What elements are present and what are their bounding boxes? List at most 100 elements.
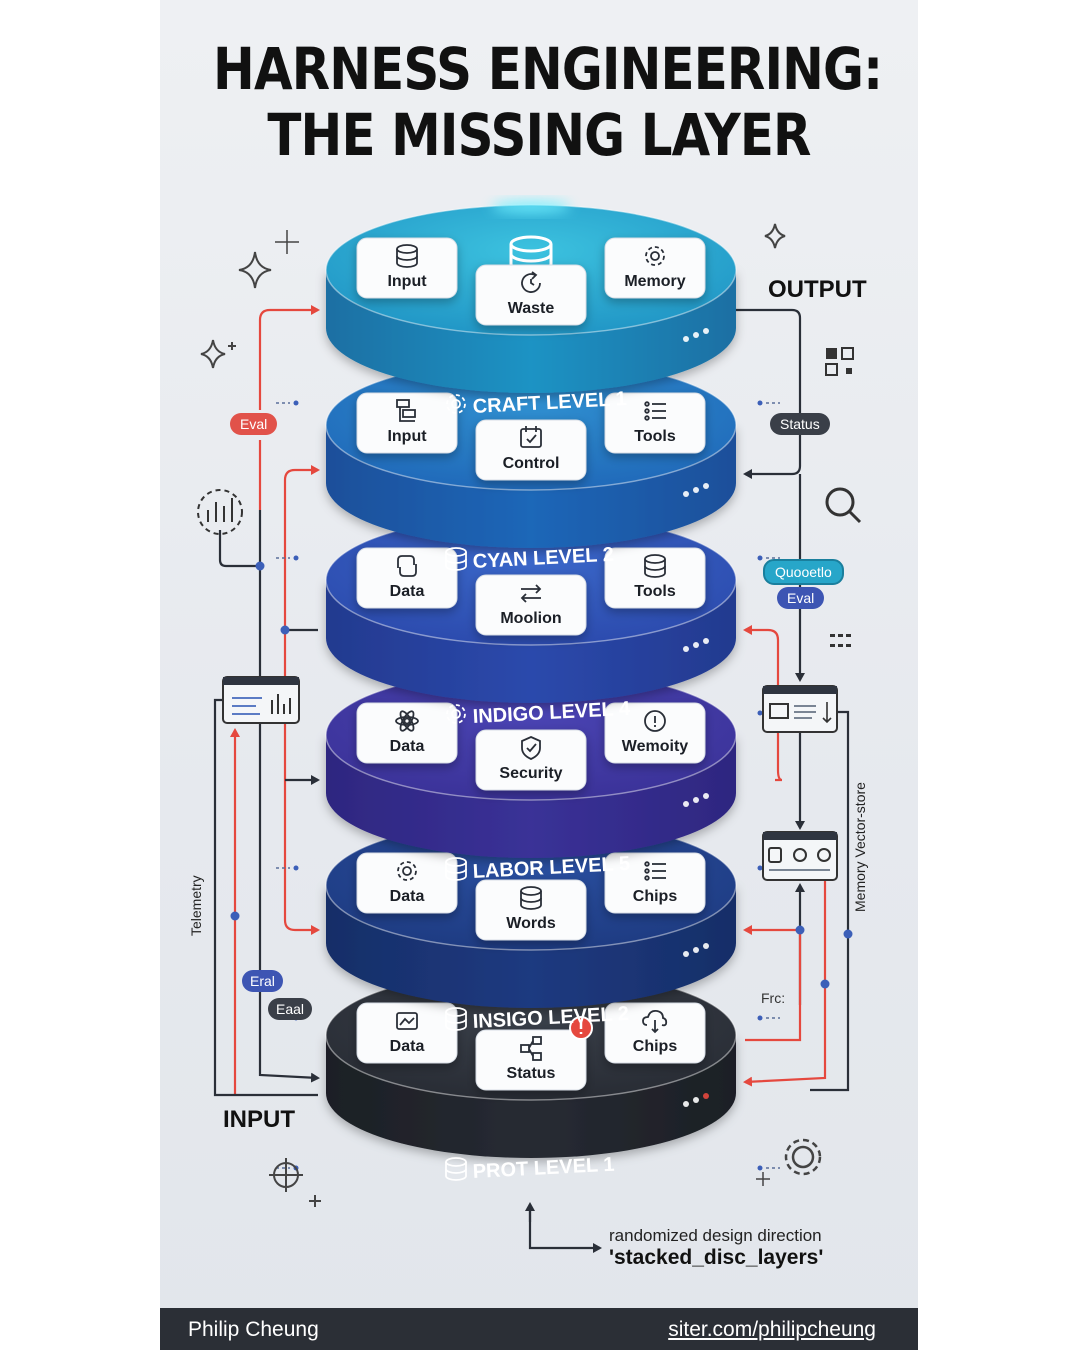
eaal-pill: Eaal (268, 998, 313, 1020)
module-card-chips[interactable]: Chips (604, 852, 706, 914)
shield-icon (521, 736, 541, 760)
module-card-status[interactable]: Status (475, 1016, 593, 1091)
disc-indicator-dots (683, 943, 709, 957)
module-card-input[interactable]: Input (356, 392, 458, 454)
level-label-text: PROT LEVEL 1 (472, 1154, 615, 1183)
swap-icon (520, 584, 542, 603)
database-icon (520, 886, 542, 910)
gear-icon (397, 861, 417, 881)
module-label: Words (506, 915, 556, 932)
module-card-wemoity[interactable]: Wemoity (604, 702, 706, 764)
design-note-line-2: 'stacked_disc_layers' (609, 1246, 824, 1269)
refresh-icon (521, 271, 541, 293)
frc-label: Frc: (761, 990, 786, 1006)
image-icon (396, 1012, 418, 1030)
module-label: Input (387, 273, 427, 290)
module-label: Control (503, 455, 560, 472)
module-card-words[interactable]: Words (475, 879, 587, 941)
cloud-icon (642, 1009, 668, 1034)
disc-indicator-dots (683, 328, 709, 342)
page-title: HARNESS ENGINEERING: THE MISSING LAYER (213, 35, 883, 168)
footer-bar: Philip Cheung siter.com/philipcheung (160, 1308, 918, 1350)
module-label: Chips (633, 1038, 678, 1055)
crosshair-icon (269, 1158, 321, 1207)
module-label: Tools (634, 428, 676, 445)
disc-indicator-dots (683, 793, 709, 807)
module-card-tools[interactable]: Tools (604, 392, 706, 454)
hierarchy-icon (396, 399, 416, 422)
gear-icon (645, 246, 665, 266)
warning-badge-icon (569, 1016, 593, 1040)
output-label: OUTPUT (768, 276, 867, 303)
alert-icon (644, 710, 666, 732)
module-label: Wemoity (622, 738, 688, 755)
module-card-data[interactable]: Data (356, 852, 458, 914)
dots-grid-icon (830, 634, 851, 647)
vector-panel-1 (762, 685, 838, 733)
module-label: Data (390, 738, 425, 755)
chart-icon (197, 489, 243, 535)
vector-panel-2 (762, 831, 838, 881)
module-label: Status (507, 1065, 556, 1082)
quoootio-pill: Quooetlo (763, 559, 844, 585)
module-label: Chips (633, 888, 678, 905)
network-icon (520, 1036, 542, 1061)
eval-right-pill: Eval (777, 587, 825, 609)
module-label: Tools (634, 583, 676, 600)
python-icon (397, 555, 417, 577)
list-icon (644, 861, 666, 881)
module-card-tools[interactable]: Tools (604, 547, 706, 609)
module-card-data[interactable]: Data (356, 1002, 458, 1064)
module-label: Data (390, 1038, 425, 1055)
module-card-moolion[interactable]: Moolion (475, 574, 587, 636)
disc-indicator-dots (683, 1093, 709, 1107)
design-note-line-1: randomized design direction (609, 1226, 822, 1245)
module-label: Waste (508, 300, 555, 317)
search-icon (825, 487, 862, 524)
database-icon (396, 244, 418, 268)
level-label: PROT LEVEL 1 (445, 1154, 615, 1183)
gear-decor-icon (756, 1138, 822, 1186)
eval-left-pill: Eval (230, 413, 278, 435)
title-line-1: HARNESS ENGINEERING: (213, 35, 883, 103)
status-right-pill: Status (770, 413, 830, 435)
module-label: Moolion (500, 610, 561, 627)
telemetry-panel (222, 676, 300, 724)
footer-site-link[interactable]: siter.com/philipcheung (668, 1318, 876, 1341)
module-card-waste[interactable]: Waste (475, 264, 587, 326)
module-label: Data (390, 583, 425, 600)
module-card-memory[interactable]: Memory (604, 237, 706, 299)
footer-author: Philip Cheung (188, 1318, 319, 1341)
input-label: INPUT (223, 1106, 295, 1133)
memory-store-label: Memory Vector-store (852, 782, 868, 912)
module-card-data[interactable]: Data (356, 547, 458, 609)
module-card-input[interactable]: Input (356, 237, 458, 299)
module-card-data[interactable]: Data (356, 702, 458, 764)
list-icon (644, 401, 666, 421)
calendar-icon (520, 426, 542, 448)
module-card-chips[interactable]: Chips (604, 1002, 706, 1064)
atom-icon (395, 710, 419, 732)
infographic-card: HARNESS ENGINEERING: THE MISSING LAYER (160, 0, 918, 1350)
connector-nodes (230, 561, 853, 989)
disc-indicator-dots (683, 483, 709, 497)
module-card-security[interactable]: Security (475, 729, 587, 791)
module-label: Input (387, 428, 427, 445)
database-icon (644, 554, 666, 578)
sparkle-right-icon (764, 223, 786, 249)
module-label: Security (499, 765, 562, 782)
module-label: Data (390, 888, 425, 905)
module-card-control[interactable]: Control (475, 419, 587, 481)
telemetry-label: Telemetry (188, 875, 204, 936)
sparkle-icon (200, 230, 299, 369)
disc-indicator-dots (683, 638, 709, 652)
qr-icon (825, 347, 854, 376)
